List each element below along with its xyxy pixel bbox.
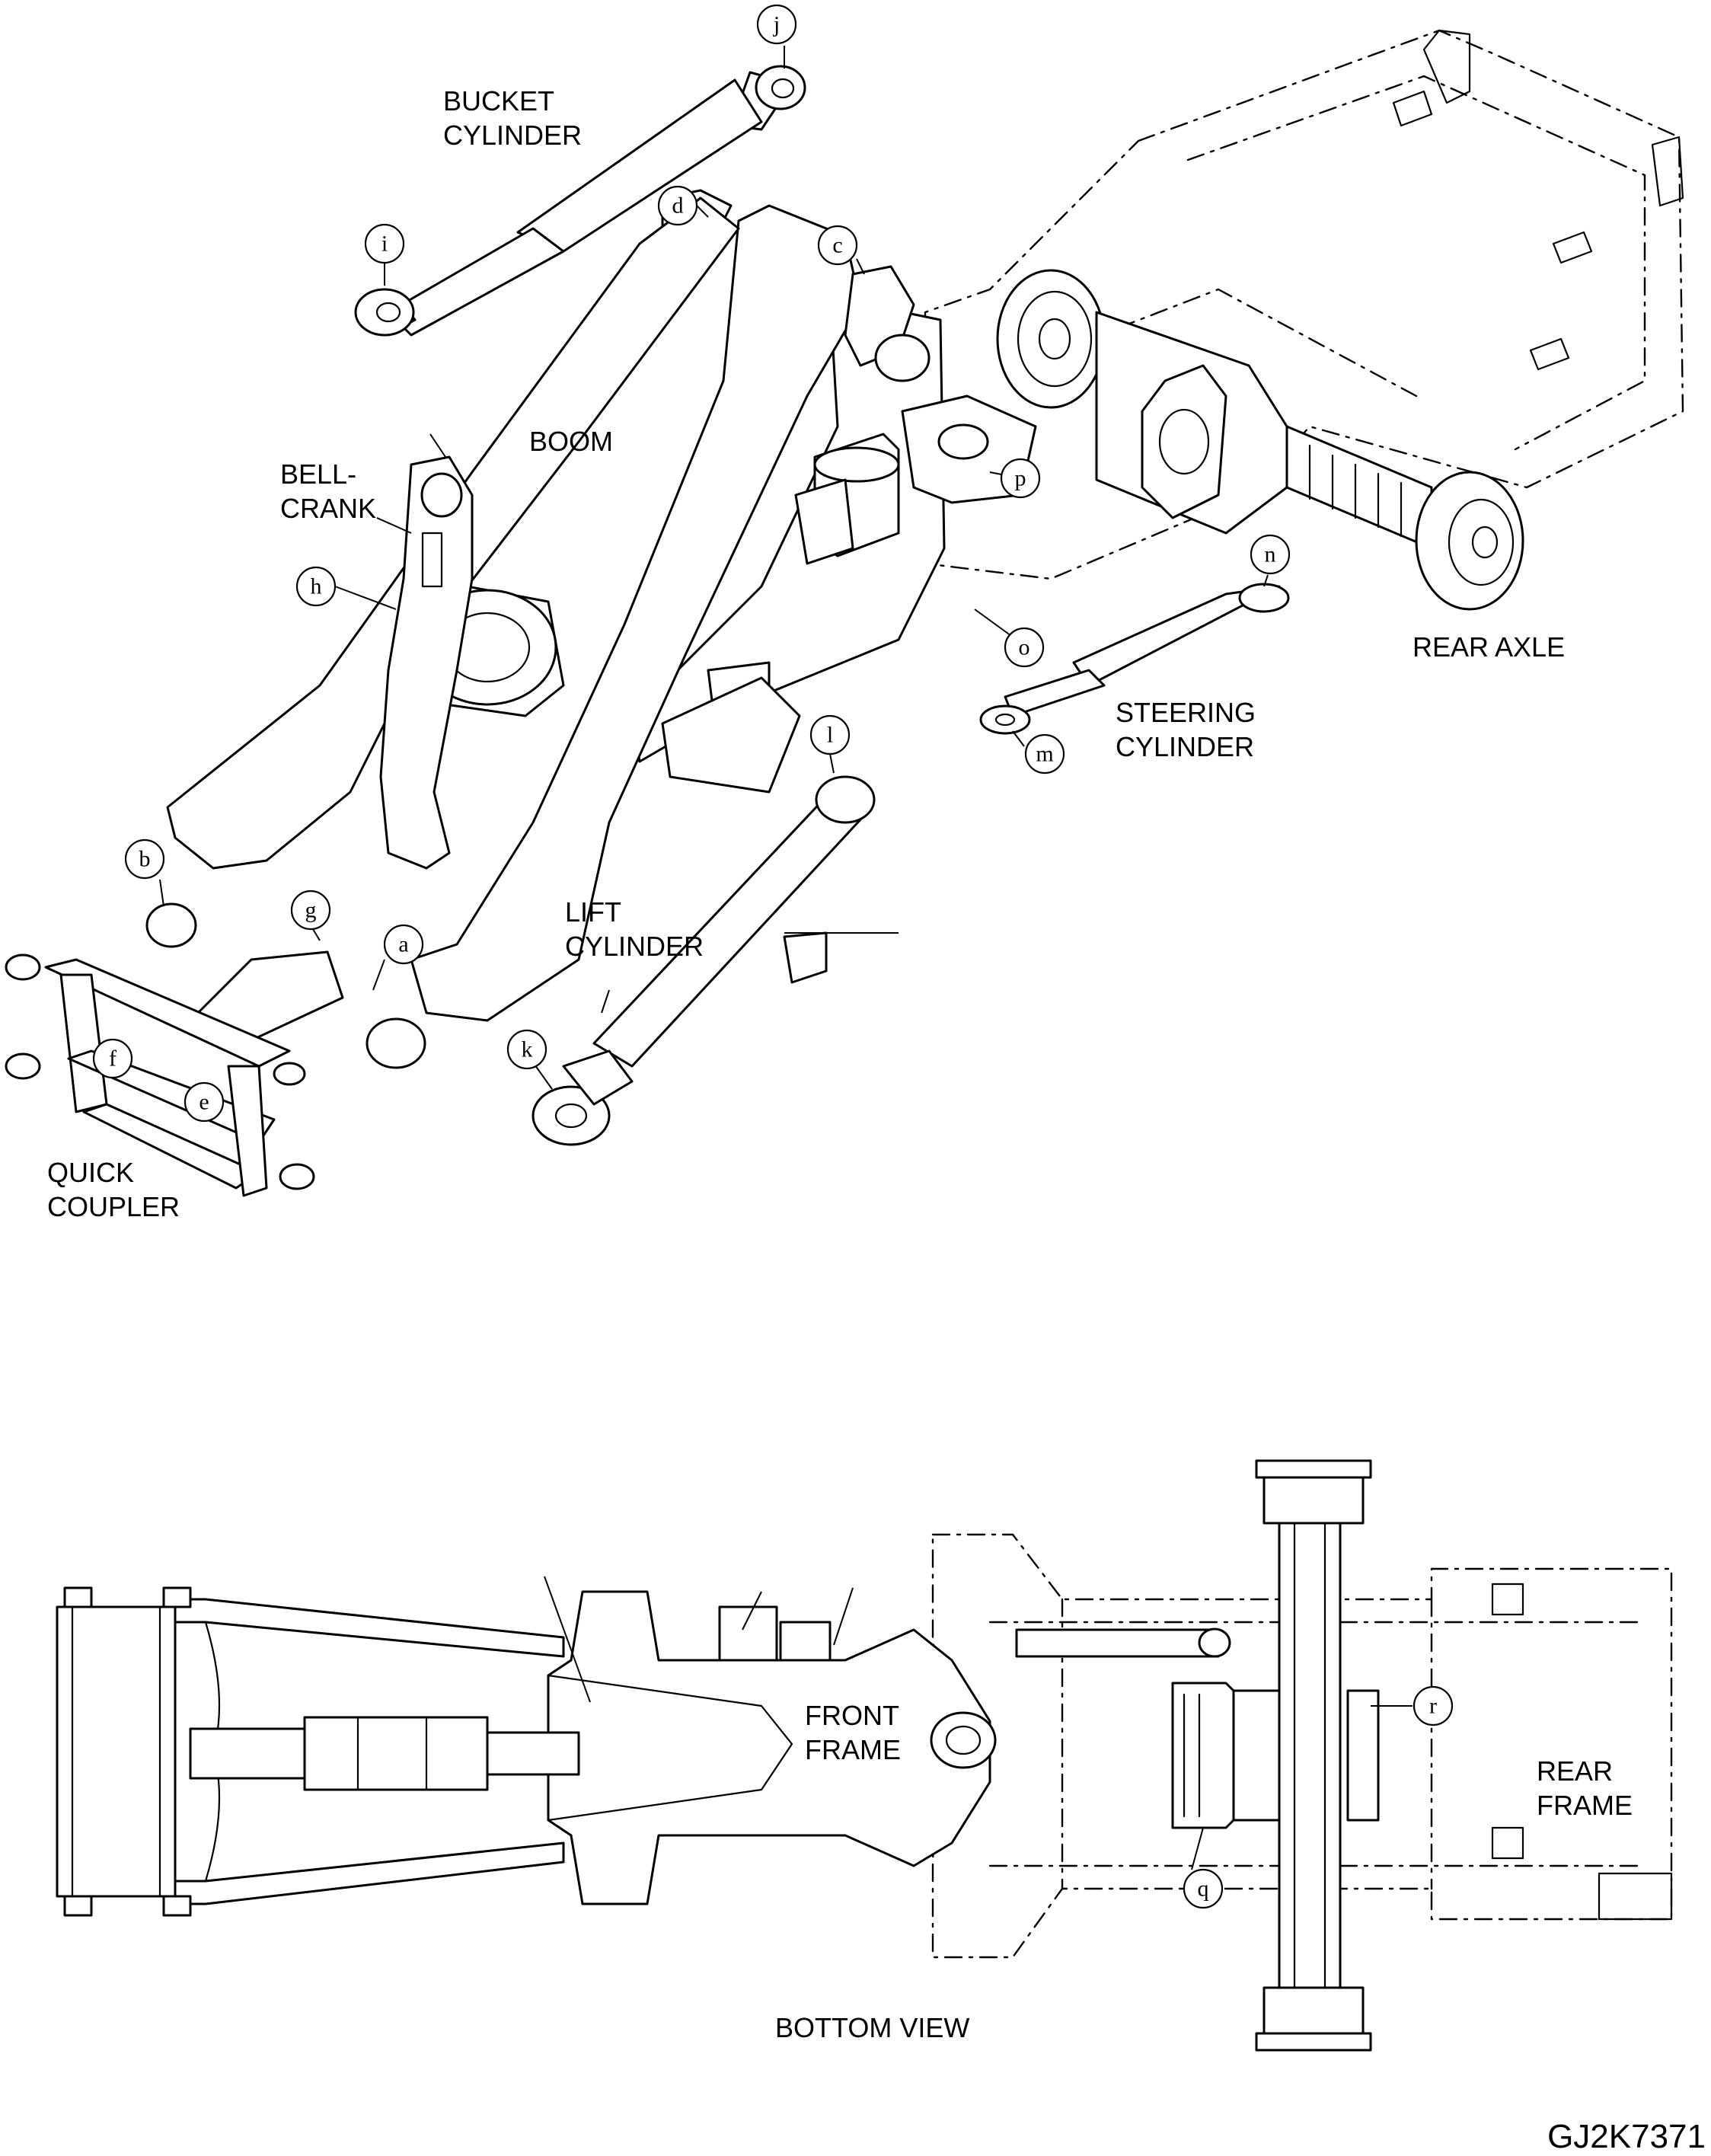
svg-text:BELL-: BELL- — [280, 458, 356, 490]
bottom-quick-coupler — [56, 1586, 192, 1917]
svg-text:p: p — [1015, 466, 1026, 491]
label-rear-axle: REAR AXLE — [1413, 631, 1565, 663]
label-bellcrank: BELL- CRANK — [280, 458, 376, 524]
label-bucket-cylinder: BUCKET CYLINDER — [443, 85, 582, 151]
bucket-cylinder — [354, 65, 806, 337]
callout-n: n — [1250, 534, 1291, 575]
svg-text:g: g — [305, 898, 317, 923]
svg-text:r: r — [1429, 1694, 1437, 1719]
callout-m: m — [1024, 733, 1065, 775]
svg-text:CYLINDER: CYLINDER — [565, 931, 704, 962]
callout-g: g — [290, 890, 331, 931]
svg-text:f: f — [109, 1046, 117, 1072]
svg-text:a: a — [398, 932, 408, 957]
callout-j: j — [756, 4, 797, 45]
svg-text:STEERING: STEERING — [1116, 697, 1256, 728]
svg-text:FRONT: FRONT — [805, 1700, 899, 1731]
callout-h: h — [295, 566, 337, 607]
svg-text:LIFT: LIFT — [565, 896, 621, 928]
svg-text:m: m — [1036, 742, 1053, 767]
callout-c: c — [817, 225, 858, 266]
control-valve — [794, 433, 900, 565]
label-quick-coupler: QUICK COUPLER — [47, 1157, 180, 1222]
svg-text:k: k — [522, 1037, 533, 1062]
bottom-steering-cylinder — [1015, 1627, 1231, 1658]
bottom-boom — [174, 1598, 565, 1905]
leader-lines-bottom — [544, 1576, 1413, 1870]
svg-text:e: e — [199, 1090, 209, 1115]
svg-text:FRAME: FRAME — [1537, 1790, 1633, 1821]
callout-d: d — [657, 185, 698, 226]
svg-text:q: q — [1198, 1877, 1209, 1902]
callout-r: r — [1413, 1685, 1454, 1726]
callout-o: o — [1004, 627, 1045, 668]
callout-b: b — [124, 838, 165, 880]
callout-f: f — [92, 1038, 133, 1079]
callout-k: k — [506, 1029, 547, 1070]
callout-e: e — [184, 1081, 225, 1123]
steering-cylinder — [979, 583, 1290, 735]
svg-text:REAR: REAR — [1537, 1755, 1613, 1787]
callout-i: i — [364, 223, 405, 264]
svg-text:CYLINDER: CYLINDER — [443, 120, 582, 151]
label-boom: BOOM — [529, 426, 613, 457]
label-lift-cylinder: LIFT CYLINDER — [565, 896, 704, 962]
label-steering-cylinder: STEERING CYLINDER — [1116, 697, 1256, 762]
callout-q: q — [1183, 1868, 1224, 1909]
svg-text:b: b — [139, 847, 151, 872]
callout-l: l — [809, 714, 851, 755]
svg-text:QUICK: QUICK — [47, 1157, 134, 1188]
callout-p: p — [1000, 458, 1041, 499]
svg-text:d: d — [672, 193, 684, 219]
svg-text:COUPLER: COUPLER — [47, 1191, 180, 1222]
figure-code: GJ2K7371 — [1547, 2118, 1706, 2155]
svg-text:CYLINDER: CYLINDER — [1116, 731, 1254, 762]
bottom-cylinders — [189, 1716, 580, 1791]
bellcrank — [379, 455, 474, 870]
svg-text:CRANK: CRANK — [280, 493, 376, 524]
svg-text:c: c — [832, 233, 842, 258]
svg-text:o: o — [1019, 635, 1030, 660]
bottom-front-frame — [547, 1590, 997, 1905]
svg-text:FRAME: FRAME — [805, 1734, 901, 1765]
label-front-frame: FRONT FRAME — [805, 1700, 901, 1765]
svg-text:n: n — [1265, 542, 1276, 567]
leader-lines-top — [159, 46, 1269, 1090]
quick-coupler — [5, 950, 344, 1197]
callout-a: a — [383, 924, 424, 965]
svg-text:h: h — [311, 574, 322, 599]
svg-text:l: l — [827, 723, 833, 748]
svg-text:i: i — [381, 232, 388, 257]
lift-cylinder — [531, 775, 876, 1146]
svg-text:BUCKET: BUCKET — [443, 85, 554, 117]
front-frame — [630, 295, 1037, 794]
svg-text:j: j — [773, 12, 780, 37]
rear-axle — [996, 269, 1524, 611]
label-rear-frame: REAR FRAME — [1537, 1755, 1633, 1821]
label-bottom-view: BOTTOM VIEW — [775, 2012, 969, 2043]
bottom-rear-axle — [1171, 1459, 1380, 2052]
